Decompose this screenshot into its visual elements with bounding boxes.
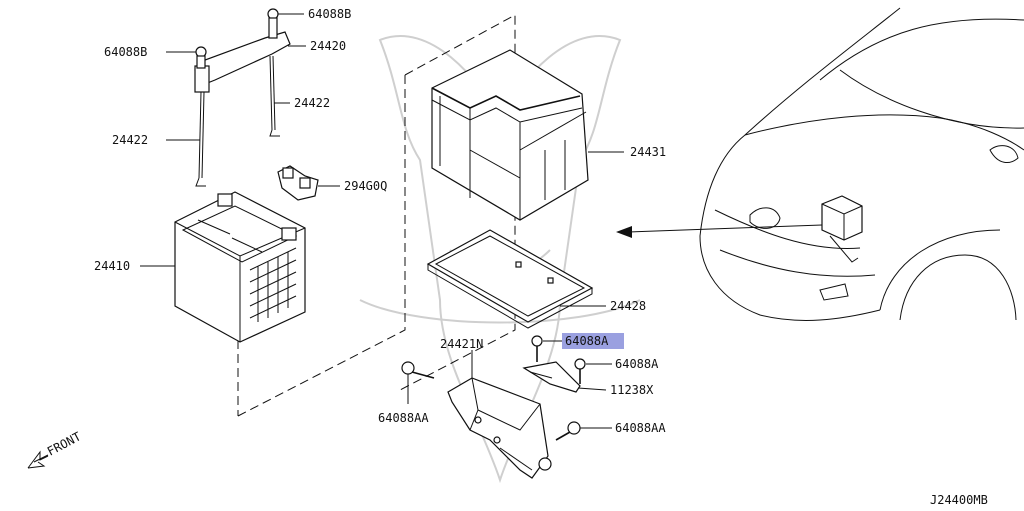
part-label-64088AA-right[interactable]: 64088AA xyxy=(615,421,666,435)
front-label: FRONT xyxy=(45,429,83,458)
clamp-plate xyxy=(522,361,581,393)
bolt-64088AA-right xyxy=(555,421,581,441)
hold-down-bracket xyxy=(194,8,291,187)
part-label-24420[interactable]: 24420 xyxy=(310,39,346,53)
part-label-24421N[interactable]: 24421N xyxy=(440,337,483,351)
bolt-64088A-lower xyxy=(574,358,586,384)
part-labels: 64088B 64088B 24420 24422 24422 294G0Q 2… xyxy=(94,7,666,435)
part-label-24431[interactable]: 24431 xyxy=(630,145,666,159)
part-label-64088A-highlighted[interactable]: 64088A xyxy=(565,334,609,348)
bolt-64088AA-left xyxy=(401,361,435,379)
part-label-64088A[interactable]: 64088A xyxy=(615,357,659,371)
location-arrow xyxy=(616,224,823,238)
part-label-64088B-top[interactable]: 64088B xyxy=(308,7,351,21)
bolts xyxy=(401,335,586,441)
front-arrow-icon xyxy=(27,450,49,469)
bolt-64088A-upper xyxy=(531,335,543,362)
support-bracket xyxy=(447,377,552,479)
diagram-code: J24400MB xyxy=(930,493,988,507)
part-label-24410[interactable]: 24410 xyxy=(94,259,130,273)
part-label-24422-left[interactable]: 24422 xyxy=(112,133,148,147)
part-label-24422-right[interactable]: 24422 xyxy=(294,96,330,110)
battery-tray xyxy=(426,229,594,329)
part-highlight xyxy=(562,333,624,349)
terminal-connector xyxy=(277,165,319,201)
part-label-64088AA-left[interactable]: 64088AA xyxy=(378,411,429,425)
part-label-11238X[interactable]: 11238X xyxy=(610,383,654,397)
battery-cover xyxy=(431,49,589,221)
battery xyxy=(174,191,306,343)
leader-lines xyxy=(140,13,624,429)
part-label-24428[interactable]: 24428 xyxy=(610,299,646,313)
vehicle-outline xyxy=(699,7,1024,321)
part-label-294G0Q[interactable]: 294G0Q xyxy=(344,179,387,193)
part-label-64088B-left[interactable]: 64088B xyxy=(104,45,147,59)
